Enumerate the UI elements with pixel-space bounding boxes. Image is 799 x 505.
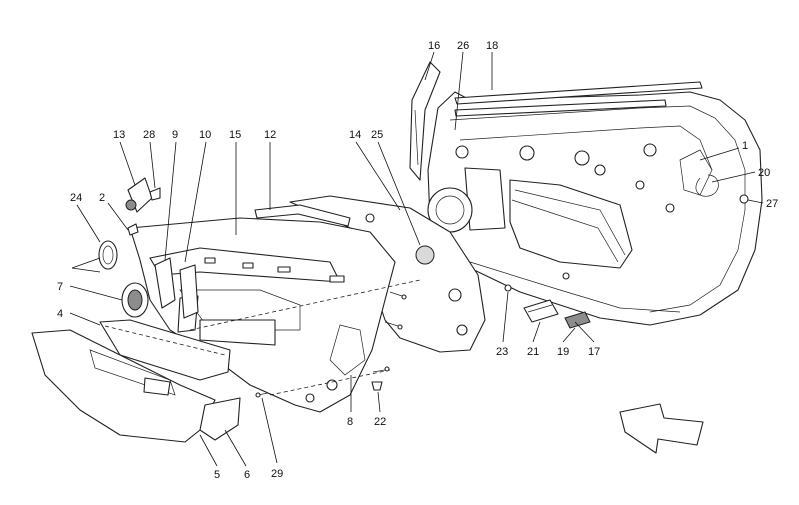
callout-19: 19 bbox=[557, 346, 569, 358]
callout-21: 21 bbox=[527, 346, 539, 358]
callout-25: 25 bbox=[371, 129, 383, 141]
speaker bbox=[121, 282, 149, 318]
callout-20: 20 bbox=[758, 167, 770, 179]
callout-15: 15 bbox=[229, 129, 241, 141]
assembly-line-1 bbox=[189, 279, 421, 331]
callout-14: 14 bbox=[349, 129, 361, 141]
callout-2: 2 bbox=[99, 192, 105, 204]
leader-24b bbox=[71, 267, 101, 273]
callout-28: 28 bbox=[143, 129, 155, 141]
handle-bezel bbox=[154, 257, 176, 309]
upper-trim-strip bbox=[254, 204, 351, 227]
callout-13: 13 bbox=[113, 129, 125, 141]
callout-24: 24 bbox=[70, 192, 82, 204]
small-clip bbox=[127, 223, 139, 236]
callout-4: 4 bbox=[57, 308, 63, 320]
callout-6: 6 bbox=[244, 469, 250, 481]
lower-pocket-trim bbox=[31, 329, 216, 443]
switch-module bbox=[523, 299, 559, 323]
tweeter bbox=[125, 177, 153, 213]
pocket-bracket bbox=[199, 397, 241, 441]
door-trim-panel bbox=[129, 217, 396, 413]
callout-1: 1 bbox=[742, 140, 748, 152]
callout-27: 27 bbox=[766, 198, 778, 210]
callout-9: 9 bbox=[172, 129, 178, 141]
callout-18: 18 bbox=[486, 40, 498, 52]
front-direction-arrow-icon bbox=[619, 403, 704, 454]
callout-8: 8 bbox=[347, 416, 353, 428]
callout-16: 16 bbox=[428, 40, 440, 52]
callout-12: 12 bbox=[264, 129, 276, 141]
callout-26: 26 bbox=[457, 40, 469, 52]
callout-23: 23 bbox=[496, 346, 508, 358]
callout-17: 17 bbox=[588, 346, 600, 358]
callout-5: 5 bbox=[214, 469, 220, 481]
callout-labels: 1 2 4 5 6 7 8 9 10 12 13 14 15 16 17 18 … bbox=[57, 40, 778, 481]
inner-handle bbox=[179, 264, 199, 319]
mirror-trim bbox=[409, 61, 441, 181]
leader-lines bbox=[69, 51, 764, 467]
plug bbox=[739, 194, 749, 204]
fasteners bbox=[255, 284, 512, 398]
tweeter-clip bbox=[149, 187, 161, 201]
callout-10: 10 bbox=[199, 129, 211, 141]
callout-29: 29 bbox=[271, 468, 283, 480]
window-seal-strip bbox=[454, 81, 703, 117]
release-cable bbox=[695, 174, 719, 197]
door-bumper bbox=[564, 311, 591, 329]
callout-7: 7 bbox=[57, 281, 63, 293]
door-shell bbox=[427, 91, 763, 326]
callout-22: 22 bbox=[374, 416, 386, 428]
speaker-ring bbox=[98, 240, 118, 270]
